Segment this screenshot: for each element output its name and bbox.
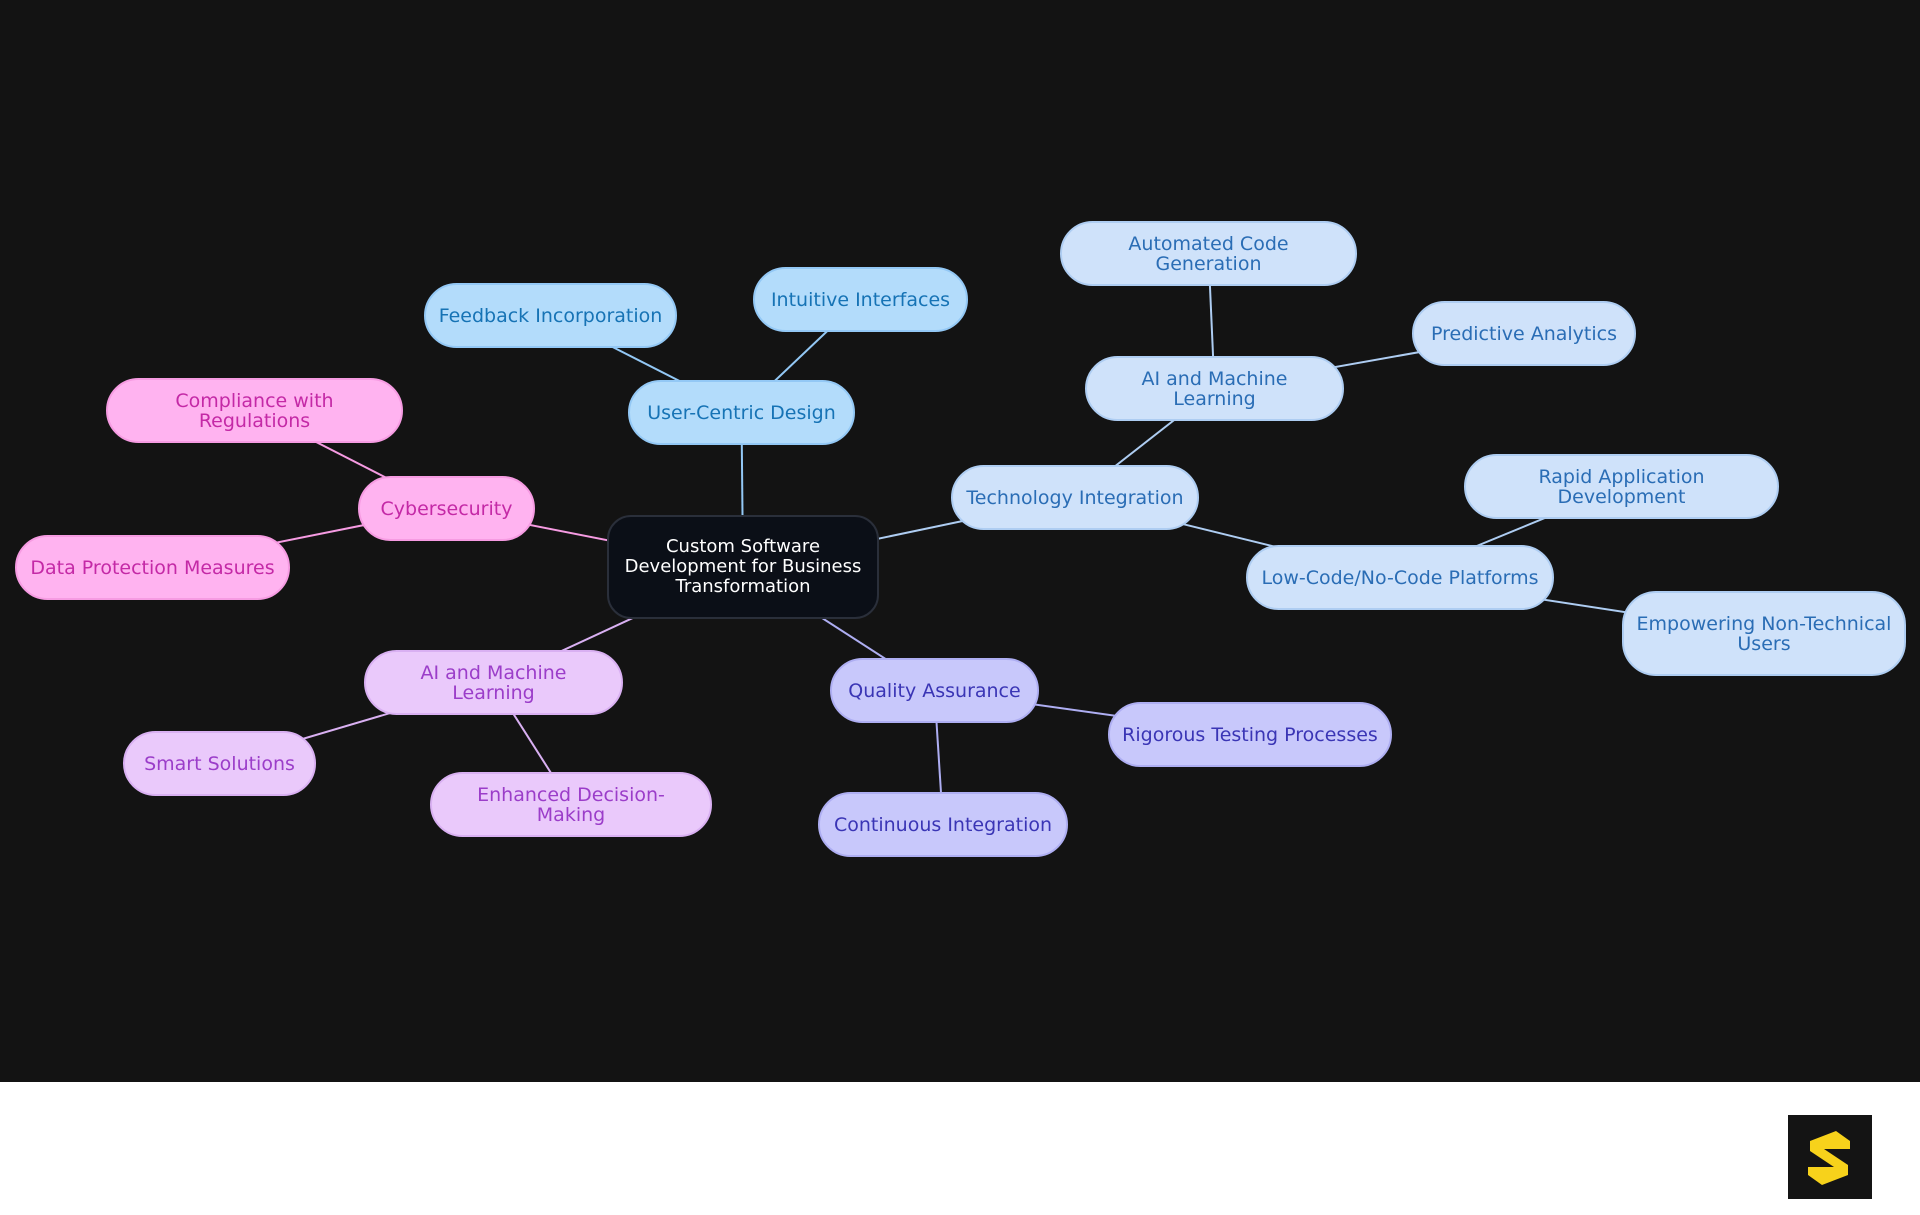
node-user-centric-design[interactable]: User-Centric Design [628, 380, 855, 445]
node-smart-solutions[interactable]: Smart Solutions [123, 731, 316, 796]
node-low-code-platforms[interactable]: Low-Code/No-Code Platforms [1246, 545, 1554, 610]
footer-area [0, 1082, 1920, 1215]
node-cybersecurity[interactable]: Cybersecurity [358, 476, 535, 541]
root-node[interactable]: Custom Software Development for Business… [607, 515, 879, 619]
node-data-protection-measures[interactable]: Data Protection Measures [15, 535, 290, 600]
mind-map-canvas: Custom Software Development for Business… [0, 0, 1920, 1082]
node-automated-code-generation[interactable]: Automated Code Generation [1060, 221, 1357, 286]
node-ai-ml-right[interactable]: AI and Machine Learning [1085, 356, 1344, 421]
connector-layer [152, 253, 1765, 825]
node-continuous-integration[interactable]: Continuous Integration [818, 792, 1068, 857]
node-compliance-with-regulations[interactable]: Compliance with Regulations [106, 378, 403, 443]
node-ai-ml-left[interactable]: AI and Machine Learning [364, 650, 623, 715]
s-logo-icon [1808, 1131, 1850, 1185]
node-feedback-incorporation[interactable]: Feedback Incorporation [424, 283, 677, 348]
brand-logo [1788, 1115, 1872, 1199]
node-predictive-analytics[interactable]: Predictive Analytics [1412, 301, 1636, 366]
node-quality-assurance[interactable]: Quality Assurance [830, 658, 1039, 723]
node-empowering-non-technical-users[interactable]: Empowering Non-Technical Users [1622, 591, 1906, 676]
node-intuitive-interfaces[interactable]: Intuitive Interfaces [753, 267, 968, 332]
node-rigorous-testing-processes[interactable]: Rigorous Testing Processes [1108, 702, 1392, 767]
node-rapid-application-development[interactable]: Rapid Application Development [1464, 454, 1779, 519]
node-technology-integration[interactable]: Technology Integration [951, 465, 1199, 530]
node-enhanced-decision-making[interactable]: Enhanced Decision-Making [430, 772, 712, 837]
